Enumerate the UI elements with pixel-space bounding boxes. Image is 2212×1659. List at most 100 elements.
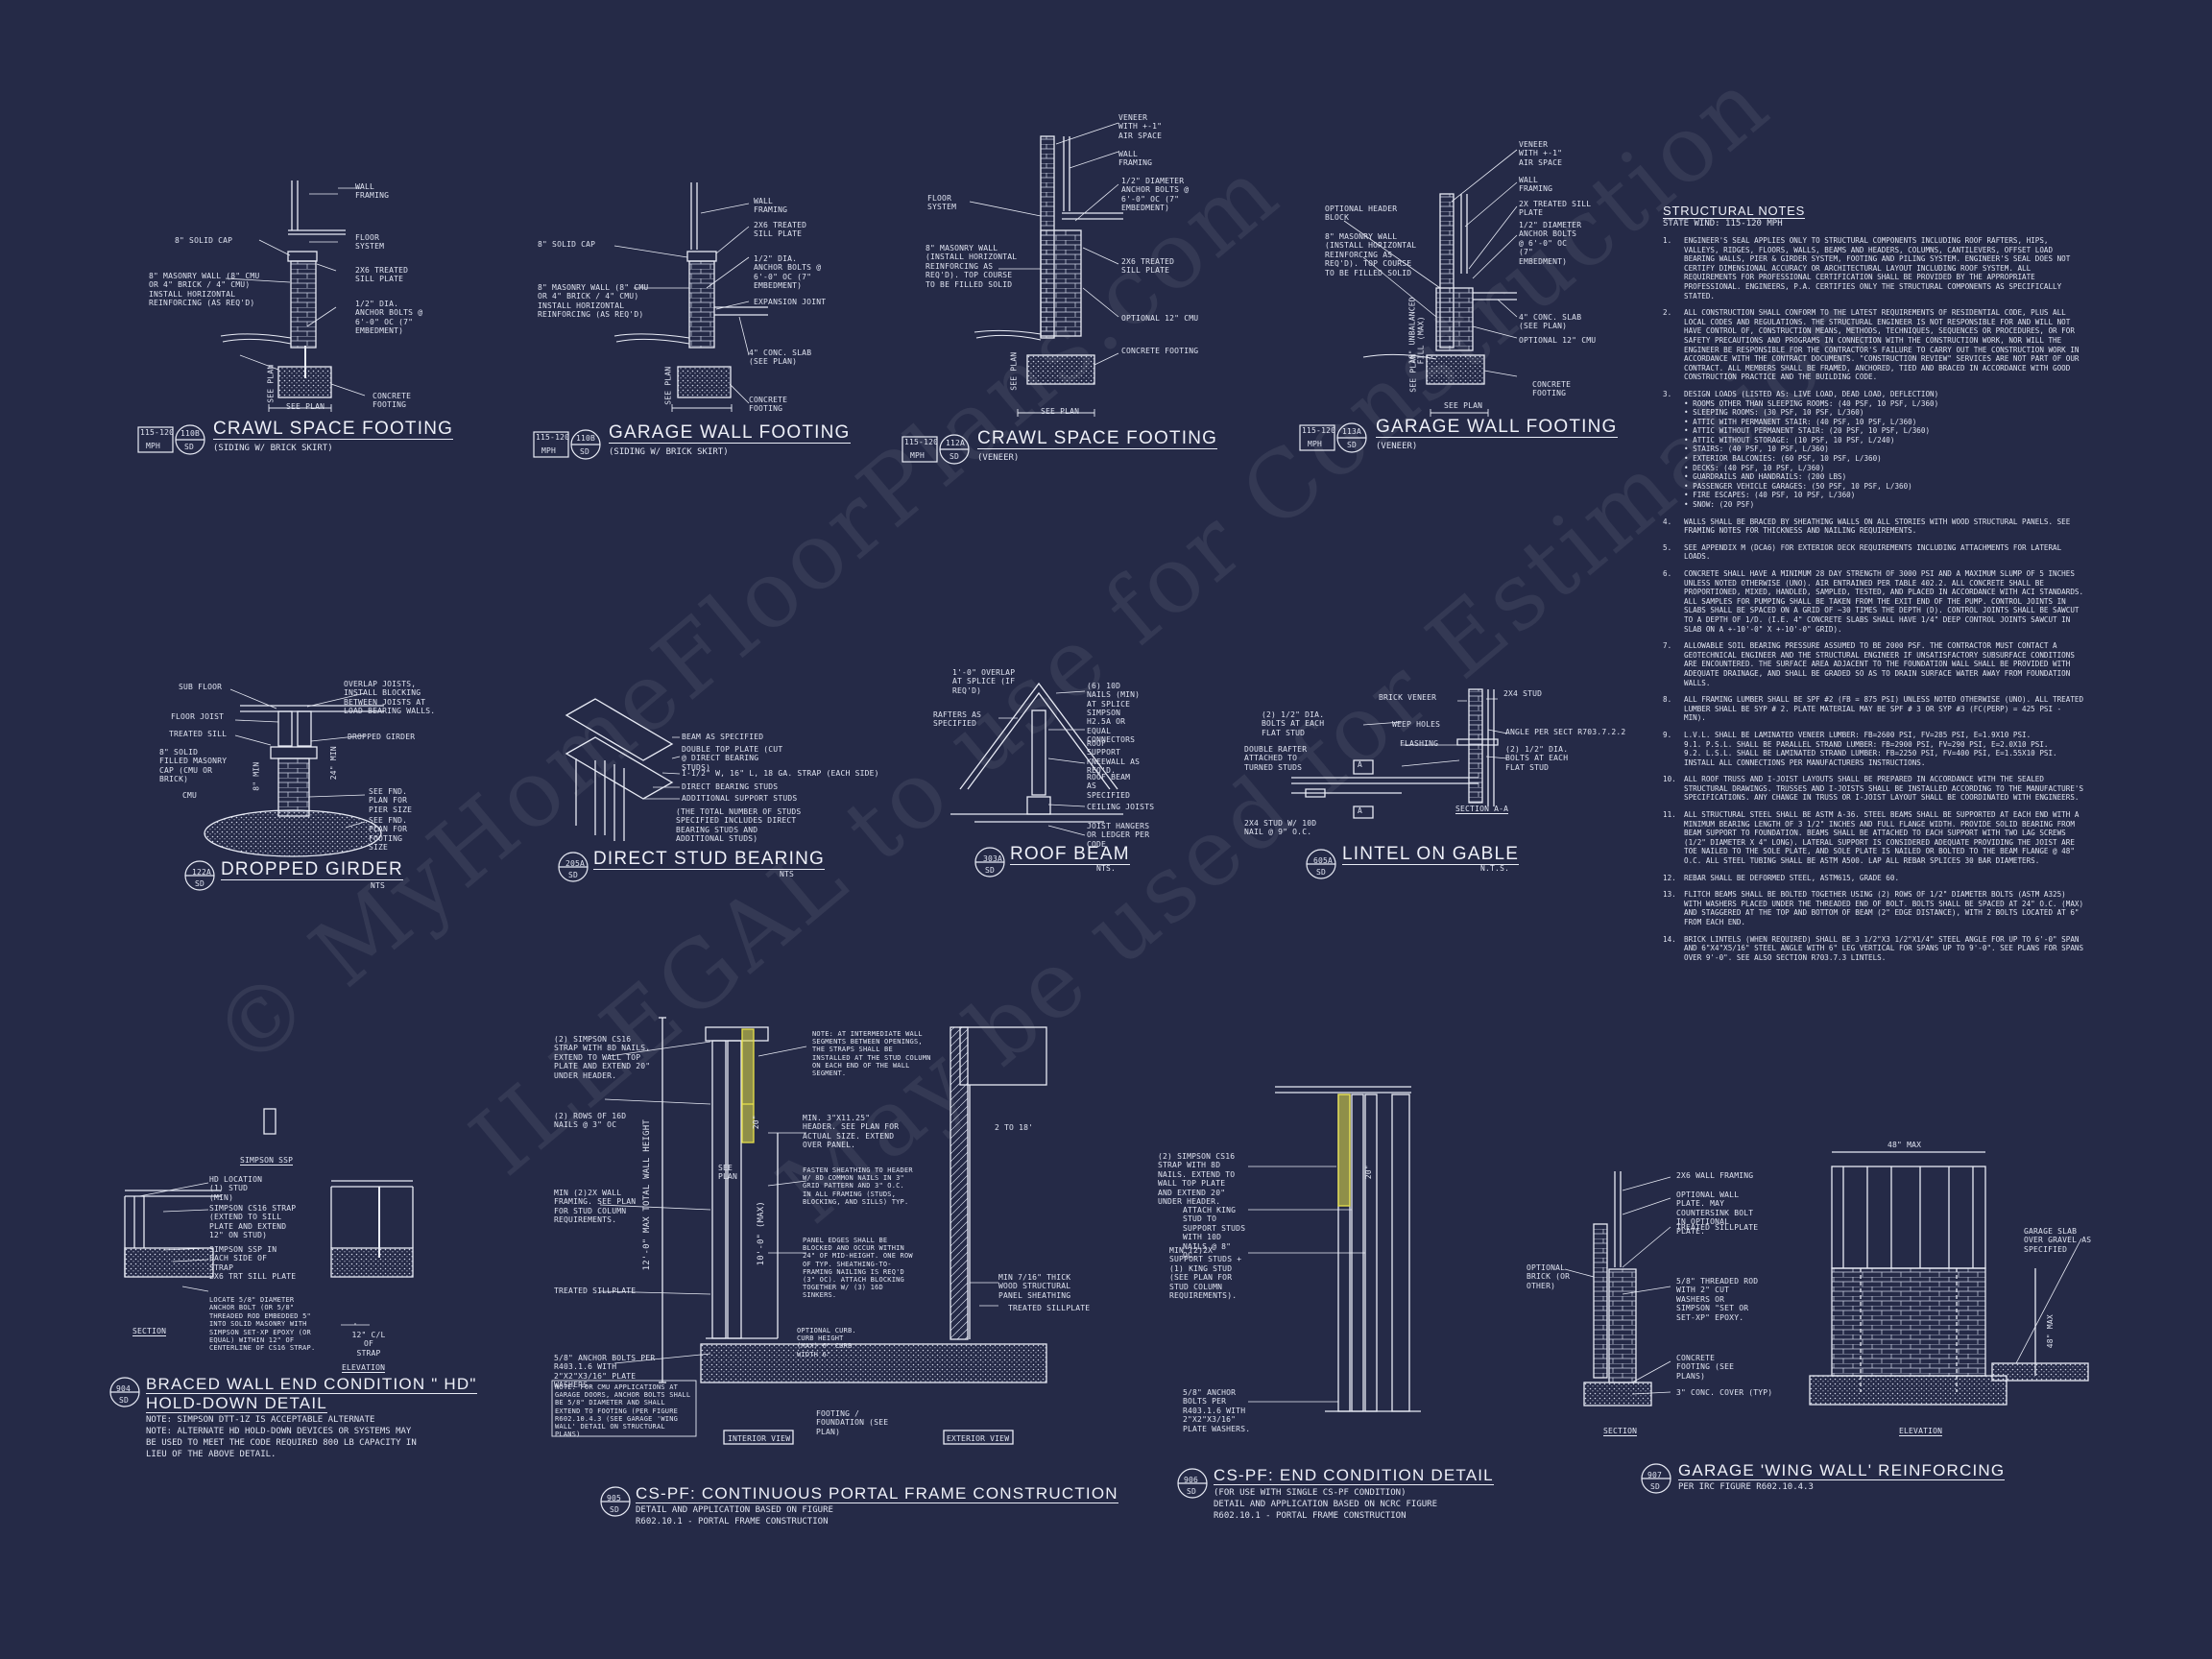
d4-callout-see-plan: SEE PLAN	[1444, 401, 1483, 410]
d3-callout-see-plan-vert: SEE PLAN	[1009, 351, 1019, 391]
d6-callout-beam: BEAM AS SPECIFIED	[682, 733, 764, 741]
d5-callout-sub-floor: SUB FLOOR	[179, 683, 223, 691]
d10-callout-intermediate-note: NOTE: AT INTERMEDIATE WALL SEGMENTS BETW…	[812, 1030, 931, 1078]
d12-callout-conc-cover: 3" CONC. COVER (TYP)	[1676, 1388, 1773, 1397]
d5-callout-8-min: 8" MIN	[252, 761, 261, 791]
d5-scale-note: NTS	[371, 881, 386, 890]
d3-ref-bottom: SD	[950, 452, 960, 461]
d11-callout-cs16-strap: (2) SIMPSON CS16 STRAP WITH 8d NAILS. EX…	[1158, 1152, 1236, 1207]
d6-title: DIRECT STUD BEARING	[593, 849, 825, 870]
d1-scale-top: 115-120	[140, 428, 175, 437]
structural-note-number: 8.	[1663, 695, 1672, 705]
d3-scale-top: 115-120	[904, 438, 939, 446]
d3-ref-top: 112A	[946, 439, 966, 447]
structural-note-item: 5. SEE APPENDIX M (DCA6) FOR EXTERIOR DEC…	[1663, 543, 2085, 562]
d10-callout-20in: 20"	[751, 1115, 760, 1130]
d6-callout-additional-studs: ADDITIONAL SUPPORT STUDS	[682, 794, 798, 803]
detail-garage-wall-footing-veneer	[1343, 149, 1518, 417]
detail-roof-beam	[950, 682, 1123, 836]
d10-callout-wall-height: 12'-0" MAX TOTAL WALL HEIGHT	[641, 1119, 652, 1271]
d4-callout-optional-cmu: OPTIONAL 12" CMU	[1519, 336, 1597, 345]
d11-subtitle-1: (FOR USE WITH SINGLE CS-PF CONDITION)	[1214, 1488, 1407, 1498]
d12-callout-optional-brick: OPTIONAL BRICK (OR OTHER)	[1527, 1263, 1571, 1290]
d12-subtitle: PER IRC FIGURE R602.10.4.3	[1678, 1482, 1814, 1492]
d7-callout-rafters: RAFTERS AS SPECIFIED	[933, 710, 982, 729]
d9-callout-elevation: ELEVATION	[342, 1363, 386, 1374]
structural-note-text: SEE APPENDIX M (DCA6) FOR EXTERIOR DECK …	[1684, 542, 2062, 562]
d2-callout-concrete-footing: CONCRETE FOOTING	[749, 396, 788, 414]
d9-note-3: BE USED TO MEET THE CODE REQUIRED 800 LB…	[146, 1438, 417, 1448]
d12-ref-bottom: SD	[1650, 1482, 1661, 1491]
d10-ref-top: 905	[607, 1494, 622, 1503]
d12-callout-concrete-footing: CONCRETE FOOTING (SEE PLANS)	[1676, 1354, 1735, 1381]
d9-note-2: NOTE: ALTERNATE HD HOLD-DOWN DEVICES OR …	[146, 1427, 412, 1436]
d2-ref-top: 110B	[576, 434, 596, 443]
structural-note-item: 1. ENGINEER'S SEAL APPLIES ONLY TO STRUCT…	[1663, 236, 2085, 301]
d1-callout-wall-framing: WALL FRAMING	[355, 182, 390, 201]
d5-callout-treated-sill: TREATED SILL	[169, 730, 228, 738]
d4-callout-masonry-wall: 8" MASONRY WALL (INSTALL HORIZONTAL REIN…	[1325, 232, 1417, 277]
d10-callout-cmu-note: NOTE: FOR CMU APPLICATIONS AT GARAGE DOO…	[555, 1383, 691, 1439]
structural-note-number: 3.	[1663, 389, 1672, 398]
d9-ref-bottom: SD	[119, 1396, 130, 1405]
structural-note-item: 8.ALL FRAMING LUMBER SHALL BE SPF #2 (Fb…	[1663, 695, 2085, 723]
structural-note-number: 2.	[1663, 308, 1672, 318]
d11-ref-top: 906	[1184, 1476, 1199, 1484]
d10-callout-16d-nails: (2) ROWS OF 16d NAILS @ 3" OC	[554, 1112, 627, 1130]
d5-ref-bottom: SD	[195, 879, 205, 888]
d4-scale-bottom: MPH	[1308, 440, 1323, 448]
d10-callout-header: MIN. 3"x11.25" HEADER. SEE PLAN FOR ACTU…	[803, 1114, 900, 1150]
d11-callout-20in: 20"	[1363, 1165, 1373, 1180]
d11-ref-bottom: SD	[1187, 1487, 1197, 1496]
d1-callout-masonry-wall: 8" MASONRY WALL (8" CMU OR 4" BRICK / 4"…	[149, 272, 260, 308]
structural-note-number: 1.	[1663, 236, 1672, 245]
d1-callout-solid-cap: 8" SOLID CAP	[175, 236, 233, 245]
d10-callout-anchor-bolts: 5/8" ANCHOR BOLTS PER R403.1.6 WITH 2"x2…	[554, 1354, 656, 1390]
d6-scale-note: NTS	[780, 870, 795, 878]
d7-scale-note: NTS.	[1096, 864, 1117, 873]
d4-title: GARAGE WALL FOOTING	[1376, 417, 1618, 438]
d5-ref-top: 122A	[192, 868, 212, 877]
d8-ref-top: 605A	[1313, 856, 1334, 865]
d7-callout-connectors: SIMPSON H2.5A OR EQUAL CONNECTORS	[1087, 709, 1136, 745]
d6-callout-direct-studs: DIRECT BEARING STUDS	[682, 782, 779, 791]
d5-callout-masonry-cap: 8" SOLID FILLED MASONRY CAP (CMU OR BRIC…	[159, 748, 228, 784]
d9-note-4: LIEU OF THE ABOVE DETAIL.	[146, 1450, 276, 1459]
detail-dropped-girder	[204, 688, 384, 857]
d10-title: CS-PF: CONTINUOUS PORTAL FRAME CONSTRUCT…	[636, 1484, 1118, 1503]
d10-callout-curb: OPTIONAL CURB. CURB HEIGHT (MAX) 6" CURB…	[797, 1327, 856, 1358]
d12-callout-garage-slab: GARAGE SLAB OVER GRAVEL AS SPECIFIED	[2024, 1227, 2092, 1254]
d2-title: GARAGE WALL FOOTING	[609, 422, 851, 444]
structural-note-item: 4.WALLS SHALL BE BRACED BY SHEATHING WAL…	[1663, 517, 2085, 536]
structural-note-text: ALL STRUCTURAL STEEL SHALL BE ASTM A-36.…	[1684, 810, 2080, 866]
d11-subtitle-3: R602.10.1 - PORTAL FRAME CONSTRUCTION	[1214, 1511, 1407, 1521]
d11-title: CS-PF: END CONDITION DETAIL	[1214, 1466, 1494, 1485]
d5-callout-pier-size: SEE FND. PLAN FOR PIER SIZE	[369, 787, 413, 814]
d12-callout-treated-sill: TREATED SILLPLATE	[1676, 1223, 1759, 1232]
d5-callout-overlap-joists: OVERLAP JOISTS, INSTALL BLOCKING BETWEEN…	[344, 680, 436, 716]
d7-callout-roof-beam: ROOF BEAM AS SPECIFIED	[1087, 773, 1131, 800]
d10-callout-fasten-sheathing: FASTEN SHEATHING TO HEADER W/ 8d COMMON …	[803, 1166, 913, 1206]
structural-note-text: CONCRETE SHALL HAVE A MINIMUM 28 DAY STR…	[1684, 569, 2084, 634]
d4-callout-concrete-footing: CONCRETE FOOTING	[1532, 380, 1572, 398]
structural-note-number: 9.	[1663, 730, 1672, 739]
d8-title: LINTEL ON GABLE	[1342, 844, 1520, 865]
structural-note-number: 12.	[1663, 873, 1676, 882]
d1-subtitle: (SIDING W/ BRICK SKIRT)	[213, 444, 333, 453]
d12-callout-wall-plate: OPTIONAL WALL PLATE. MAY COUNTERSINK BOL…	[1676, 1190, 1754, 1236]
d5-callout-cmu: CMU	[182, 791, 198, 800]
d1-ref-bottom: SD	[184, 443, 195, 451]
d1-callout-anchor-bolts: 1/2" DIA. ANCHOR BOLTS @ 6'-0" OC (7" EM…	[355, 300, 423, 336]
d9-title-line1: BRACED WALL END CONDITION " HD"	[146, 1375, 477, 1394]
d12-title: GARAGE 'WING WALL' REINFORCING	[1678, 1461, 2006, 1480]
d2-callout-expansion-joint: EXPANSION JOINT	[754, 298, 827, 306]
d3-callout-optional-cmu: OPTIONAL 12" CMU	[1121, 314, 1199, 323]
structural-note-item: 7.ALLOWABLE SOIL BEARING PRESSURE ASSUME…	[1663, 641, 2085, 687]
d1-callout-see-plan-vert: SEE PLAN	[266, 364, 276, 403]
structural-notes-list: 1. ENGINEER'S SEAL APPLIES ONLY TO STRUCT…	[1663, 236, 2085, 970]
d10-callout-interior-view: INTERIOR VIEW	[728, 1434, 791, 1443]
structural-note-number: 5.	[1663, 542, 1672, 552]
d4-callout-slab: 4" CONC. SLAB (SEE PLAN)	[1519, 313, 1582, 331]
structural-note-text: ENGINEER'S SEAL APPLIES ONLY TO STRUCTUR…	[1684, 236, 2071, 301]
